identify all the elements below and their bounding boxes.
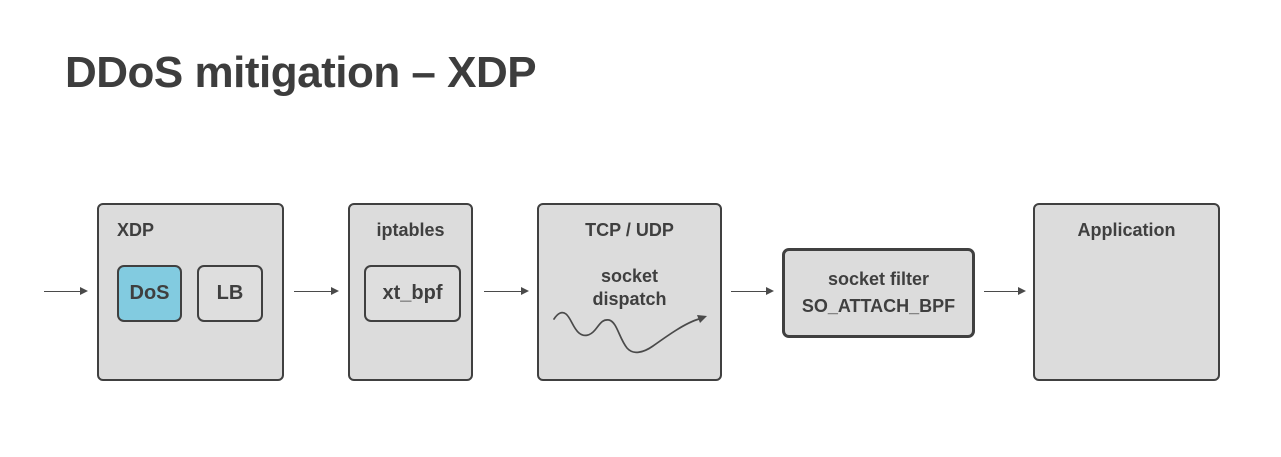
node-xdp-label: XDP xyxy=(117,220,155,240)
flow-arrow-socketfilter-to-application xyxy=(984,287,1026,295)
node-tcp-udp-sublabel: socket dispatch xyxy=(592,266,667,309)
node-application-label: Application xyxy=(1077,220,1176,240)
node-lb-label: LB xyxy=(216,282,244,304)
node-tcp-udp: TCP / UDP socket dispatch xyxy=(537,203,722,381)
squiggle-arrow-icon xyxy=(549,303,714,370)
node-dos: DoS xyxy=(117,265,182,322)
node-dos-label: DoS xyxy=(129,282,170,304)
node-application: Application xyxy=(1033,203,1220,381)
node-xt-bpf: xt_bpf xyxy=(364,265,461,322)
node-socket-filter: socket filter SO_ATTACH_BPF xyxy=(782,248,975,338)
node-lb: LB xyxy=(197,265,263,322)
node-iptables: iptables xt_bpf xyxy=(348,203,473,381)
flow-arrow-iptables-to-tcpudp xyxy=(484,287,529,295)
node-iptables-label: iptables xyxy=(376,220,445,240)
node-socket-filter-label: socket filter xyxy=(827,268,930,289)
node-tcp-udp-label: TCP / UDP xyxy=(585,220,674,240)
node-xdp: XDP DoS LB xyxy=(97,203,284,381)
node-xt-bpf-label: xt_bpf xyxy=(382,282,443,304)
flow-arrow-ingress-to-xdp xyxy=(44,287,88,295)
diagram-title: DDoS mitigation – XDP xyxy=(65,48,537,97)
flow-arrow-xdp-to-iptables xyxy=(294,287,339,295)
flow-arrow-tcpudp-to-socketfilter xyxy=(731,287,774,295)
node-socket-filter-sublabel: SO_ATTACH_BPF xyxy=(801,295,956,316)
